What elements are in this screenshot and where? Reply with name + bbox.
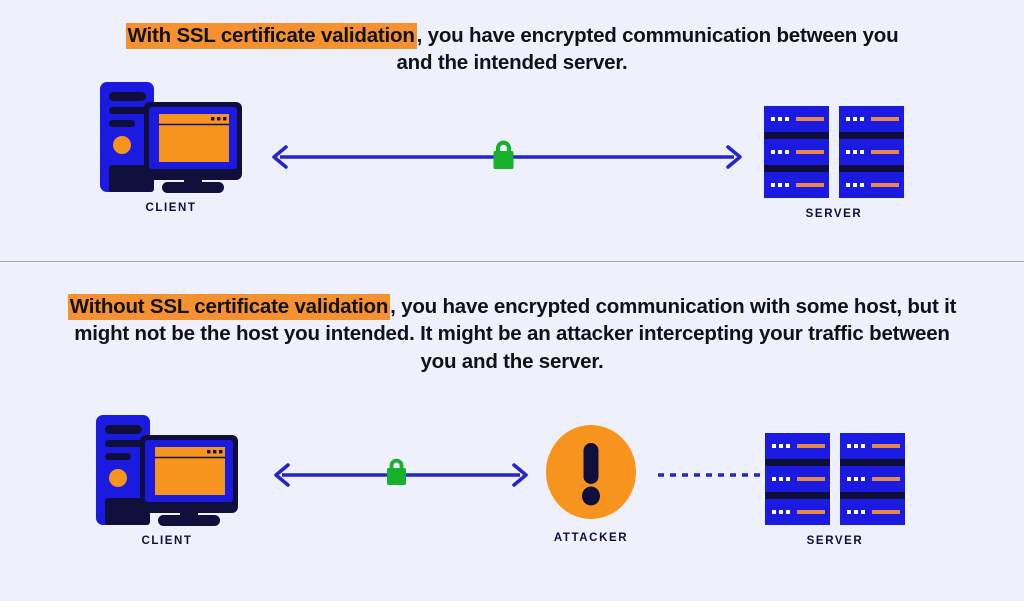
caption-highlight: With SSL certificate validation xyxy=(125,23,417,49)
padlock-closed-icon xyxy=(387,458,406,485)
exclamation-circle-icon xyxy=(546,425,636,519)
server-rack-icon xyxy=(764,106,904,198)
connector-attacker-server xyxy=(656,465,766,485)
caption-highlight: Without SSL certificate validation xyxy=(67,294,391,320)
panel-divider xyxy=(0,261,1024,262)
padlock-badge-top xyxy=(491,139,516,171)
dashed-line-unverified xyxy=(658,473,762,477)
server-label-bottom: SERVER xyxy=(806,535,864,547)
caption-with-ssl: With SSL certificate validation, you hav… xyxy=(112,22,912,77)
panel-without-ssl: Without SSL certificate validation, you … xyxy=(0,262,1024,601)
client-label-top: CLIENT xyxy=(145,202,197,214)
client-node-bottom xyxy=(92,415,242,527)
desktop-computer-icon xyxy=(100,82,242,193)
client-node-top xyxy=(96,82,246,194)
caption-rest: , you have encrypted communication betwe… xyxy=(396,24,899,75)
server-label-top: SERVER xyxy=(805,208,863,220)
client-label-bottom: CLIENT xyxy=(141,535,193,547)
padlock-badge-bottom xyxy=(385,457,408,487)
attacker-label: ATTACKER xyxy=(553,532,629,544)
padlock-closed-icon xyxy=(493,140,514,169)
server-rack-icon xyxy=(765,433,905,525)
desktop-computer-icon xyxy=(96,415,238,526)
attacker-node xyxy=(546,425,636,519)
caption-rest: , you have encrypted communication with … xyxy=(74,295,957,373)
server-node-top xyxy=(764,106,904,198)
panel-with-ssl: With SSL certificate validation, you hav… xyxy=(0,0,1024,261)
server-node-bottom xyxy=(765,433,905,525)
caption-without-ssl: Without SSL certificate validation, you … xyxy=(62,293,962,375)
